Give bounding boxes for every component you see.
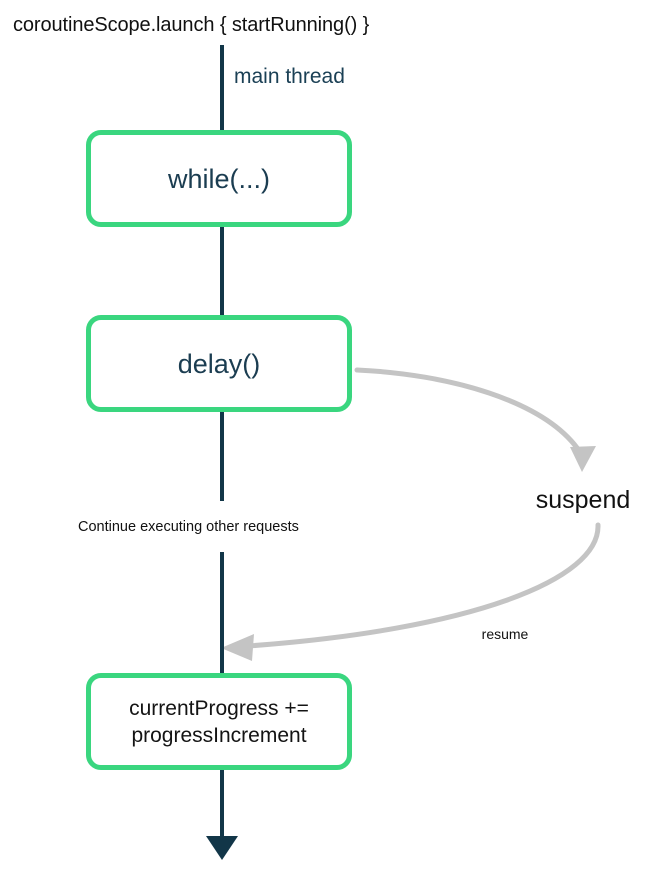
diagram-title: coroutineScope.launch { startRunning() }	[13, 14, 370, 36]
suspend-arrow-path	[354, 367, 583, 455]
resume-annotation: resume	[481, 626, 529, 642]
continue-executing-annotation: Continue executing other requests	[78, 519, 299, 535]
node-label-delay: delay()	[177, 348, 261, 379]
node-label-while: while(...)	[167, 163, 270, 194]
lifeline-segment-delay-to-gap	[220, 410, 224, 501]
node-box-delay[interactable]: delay()	[86, 315, 352, 412]
node-box-while[interactable]: while(...)	[86, 130, 352, 227]
suspend-annotation: suspend	[535, 486, 631, 514]
node-label-progress: currentProgress += progressIncrement	[119, 695, 319, 749]
suspend-arrow-head	[570, 446, 596, 472]
lifeline-segment-while-to-delay	[220, 225, 224, 316]
resume-arrow-path	[245, 522, 601, 649]
main-thread-label: main thread	[234, 65, 345, 88]
node-box-progress[interactable]: currentProgress += progressIncrement	[86, 673, 352, 770]
node-label-progress-line2: progressIncrement	[131, 723, 307, 747]
lifeline-segment-top	[220, 45, 224, 131]
resume-arrow-head	[221, 634, 254, 661]
lifeline-segment-bottom	[220, 768, 224, 840]
lifeline-arrow-head-icon	[206, 836, 238, 860]
node-label-progress-line1: currentProgress +=	[129, 696, 309, 720]
lifeline-segment-resume-to-progress	[220, 552, 224, 674]
